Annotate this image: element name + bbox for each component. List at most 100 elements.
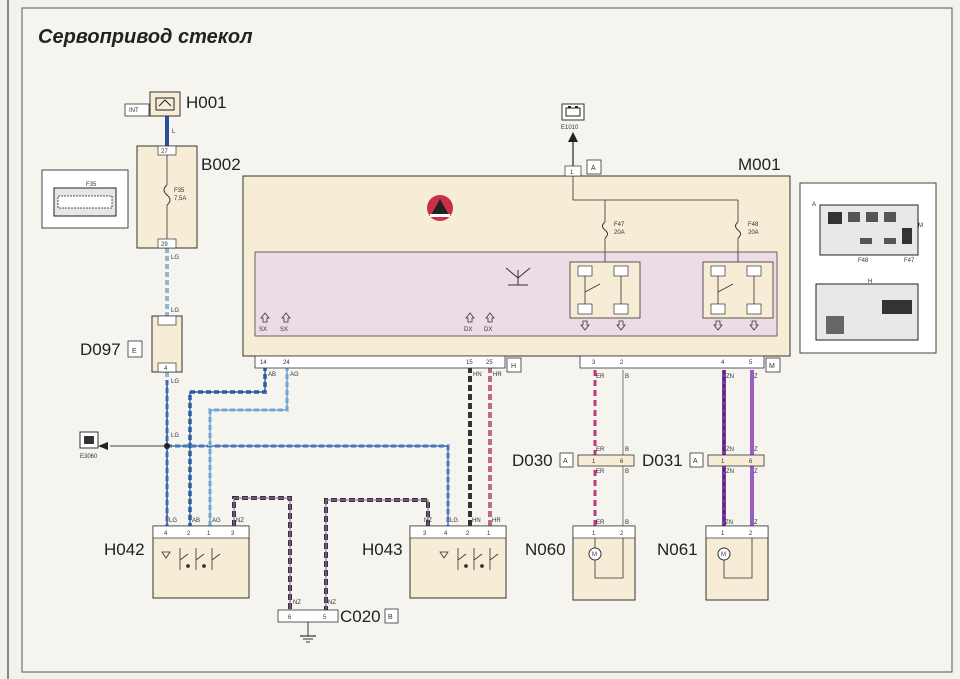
svg-text:D097: D097 (80, 340, 121, 359)
svg-text:3: 3 (423, 531, 427, 537)
svg-text:3: 3 (592, 360, 596, 366)
svg-text:1: 1 (592, 531, 596, 537)
fuse-f48-icon (735, 221, 741, 239)
svg-text:F47: F47 (904, 258, 915, 264)
svg-text:DX: DX (464, 327, 472, 333)
svg-text:A: A (693, 458, 698, 465)
svg-text:H: H (511, 363, 516, 370)
svg-text:SX: SX (280, 327, 288, 333)
svg-text:NZ: NZ (424, 518, 432, 524)
svg-text:AB: AB (268, 372, 276, 378)
relay-right (702, 261, 774, 319)
svg-text:4: 4 (721, 360, 725, 366)
svg-text:N061: N061 (657, 540, 698, 559)
svg-text:F48: F48 (748, 222, 759, 228)
component-h043: 3 4 2 1 NZ LG HN HR H043 (362, 518, 507, 599)
component-m001: M001 1 A F47 20A F48 20A (242, 155, 791, 373)
svg-text:DX: DX (484, 327, 492, 333)
svg-text:B: B (625, 520, 629, 526)
svg-text:ZN: ZN (726, 469, 734, 475)
svg-text:H: H (868, 279, 872, 285)
svg-text:2: 2 (187, 531, 191, 537)
svg-text:ER: ER (596, 374, 605, 380)
svg-text:M: M (918, 223, 923, 229)
wire-labels: L LG LG LG LG AB AG HN HR ER B ZN Z ER B… (171, 129, 758, 606)
svg-text:Z: Z (754, 374, 758, 380)
fuse-icon (163, 184, 171, 206)
svg-text:M: M (721, 552, 726, 558)
wires (110, 116, 754, 643)
svg-text:B002: B002 (201, 155, 241, 174)
component-d031: 1 6 D031 A (642, 451, 765, 470)
svg-text:2: 2 (749, 531, 753, 537)
svg-text:14: 14 (260, 360, 267, 366)
svg-text:7,5A: 7,5A (174, 196, 186, 202)
svg-text:25: 25 (486, 360, 493, 366)
svg-text:E: E (132, 348, 137, 355)
inset-fusebox-left: F35 (41, 169, 129, 229)
component-d097: 4 D097 E (80, 315, 183, 373)
component-e3060: E3060 (79, 431, 108, 460)
svg-text:LG: LG (171, 379, 179, 385)
publisher-logo-icon (427, 195, 453, 221)
svg-text:M001: M001 (738, 155, 781, 174)
svg-text:ZN: ZN (725, 520, 733, 526)
motor-icon: M (588, 538, 624, 579)
svg-text:A: A (591, 165, 596, 172)
svg-text:LG: LG (450, 518, 458, 524)
svg-text:6: 6 (749, 459, 753, 465)
svg-text:LG: LG (171, 308, 179, 314)
svg-text:E1010: E1010 (561, 125, 579, 131)
svg-text:1: 1 (207, 531, 211, 537)
svg-text:ZN: ZN (726, 374, 734, 380)
battery-icon (565, 106, 581, 117)
svg-text:A: A (812, 202, 816, 208)
svg-text:E3060: E3060 (80, 454, 98, 460)
fuse-f47-icon (602, 221, 608, 239)
svg-text:3: 3 (231, 531, 235, 537)
svg-text:4: 4 (164, 531, 168, 537)
svg-text:ER: ER (596, 469, 605, 475)
svg-text:Z: Z (754, 469, 758, 475)
window-switch-icon (439, 548, 499, 570)
svg-text:1: 1 (592, 459, 596, 465)
svg-text:M: M (592, 552, 597, 558)
wire-junction (164, 443, 170, 449)
control-unit-icon (505, 267, 531, 286)
svg-text:4: 4 (164, 366, 168, 372)
svg-text:B: B (625, 447, 629, 453)
svg-text:1: 1 (487, 531, 491, 537)
svg-text:AG: AG (290, 372, 299, 378)
svg-text:24: 24 (283, 360, 290, 366)
svg-text:D031: D031 (642, 451, 683, 470)
svg-text:NZ: NZ (236, 518, 244, 524)
svg-text:B: B (625, 374, 629, 380)
component-n060: 1 2 ER B M N060 (525, 520, 636, 601)
ground-point-icon (84, 436, 94, 444)
svg-text:M: M (769, 363, 775, 370)
svg-text:27: 27 (161, 149, 168, 155)
svg-text:Z: Z (754, 447, 758, 453)
svg-text:LG: LG (171, 255, 179, 261)
svg-text:2: 2 (466, 531, 470, 537)
svg-text:1: 1 (721, 531, 725, 537)
svg-text:Z: Z (754, 520, 758, 526)
input-arrow-icons (260, 312, 759, 331)
component-c020: 6 5 C020 B (277, 607, 399, 626)
svg-text:AG: AG (212, 518, 221, 524)
svg-text:SX: SX (259, 327, 267, 333)
svg-text:LG: LG (169, 518, 177, 524)
svg-text:5: 5 (749, 360, 753, 366)
svg-text:HN: HN (472, 518, 481, 524)
svg-text:F47: F47 (614, 222, 625, 228)
svg-text:B: B (625, 469, 629, 475)
page-title: Сервопривод стекол (38, 26, 253, 48)
svg-text:NZ: NZ (328, 600, 336, 606)
svg-text:5: 5 (323, 615, 327, 621)
svg-text:H042: H042 (104, 540, 145, 559)
component-e1010: E1010 (561, 103, 585, 131)
motor-icon: M (717, 538, 753, 579)
svg-text:INT: INT (129, 108, 139, 114)
window-switch-icon (161, 548, 221, 570)
